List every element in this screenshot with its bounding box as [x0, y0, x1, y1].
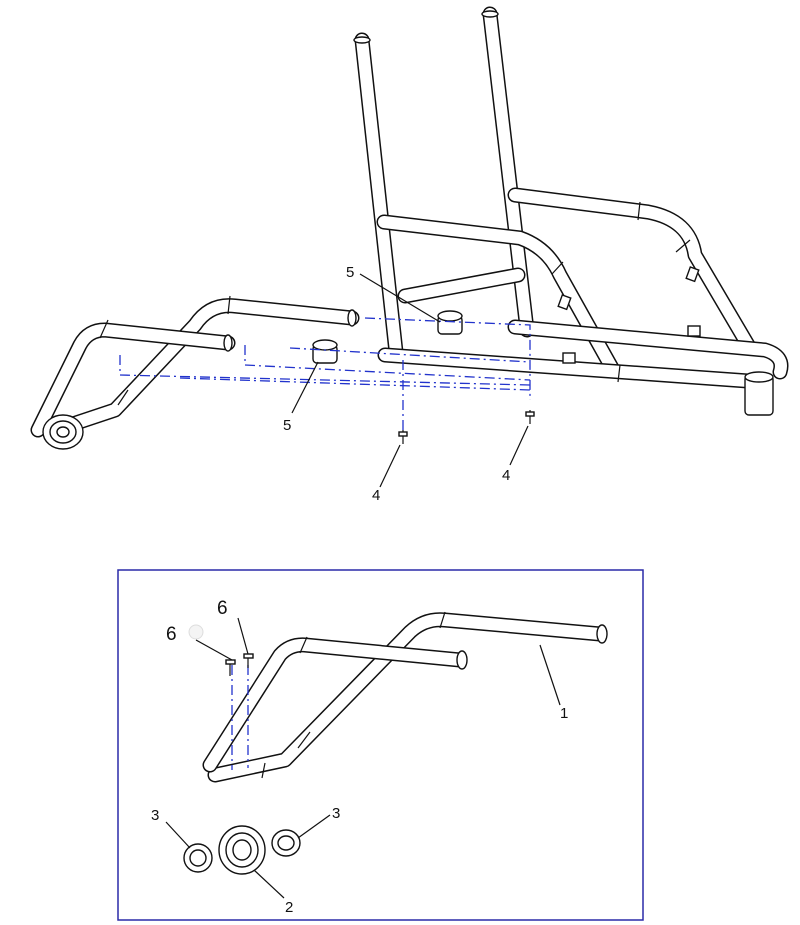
callout-6-right: 6	[217, 598, 228, 619]
handle-frame-part-1	[202, 611, 608, 783]
leader-1	[539, 644, 561, 706]
callout-5-upper: 5	[346, 264, 354, 281]
screw-part-4-right	[525, 410, 535, 424]
screw-part-6-left	[225, 659, 236, 676]
washer-faint	[188, 624, 204, 640]
callout-5-lower: 5	[283, 417, 291, 434]
callout-4-right: 4	[502, 467, 510, 484]
bearing-part-3-right	[271, 829, 301, 857]
callout-3-right: 3	[332, 805, 340, 822]
right-side-frame	[376, 187, 789, 380]
main-frame-assembly: 5 5 4 4	[30, 6, 789, 504]
callout-2: 2	[285, 899, 293, 916]
callout-3-left: 3	[151, 807, 159, 824]
plug-part-5-left	[312, 339, 338, 364]
leader-3-left	[165, 821, 191, 849]
plug-part-5-right	[437, 310, 463, 335]
wheel-part-2	[218, 825, 266, 875]
screw-part-4-left	[398, 430, 408, 444]
leader-5-lower	[291, 361, 319, 414]
callout-4-left: 4	[372, 487, 380, 504]
leader-6-left	[195, 639, 233, 661]
left-u-frame	[30, 295, 360, 438]
vertical-post-left	[353, 32, 404, 360]
inset-border	[117, 569, 644, 921]
callout-6-left: 6	[166, 624, 177, 645]
leader-4-right	[509, 425, 529, 466]
leader-4-left	[379, 444, 401, 488]
assembly-hidden-lines	[119, 317, 531, 430]
screw-part-6-right	[243, 653, 254, 668]
tee-fitting-right	[744, 371, 774, 416]
leader-6-right	[237, 617, 249, 655]
frame-brackets	[557, 266, 701, 364]
leader-5-upper	[359, 273, 441, 323]
callout-1: 1	[560, 705, 568, 722]
leader-3-right	[297, 814, 331, 839]
inset-detail: 6 6 1 3 3 2	[117, 569, 644, 921]
caster-wheel-left	[42, 414, 84, 450]
bearing-part-3-left	[183, 843, 213, 873]
leader-2	[253, 869, 285, 899]
base-rail	[377, 347, 770, 390]
